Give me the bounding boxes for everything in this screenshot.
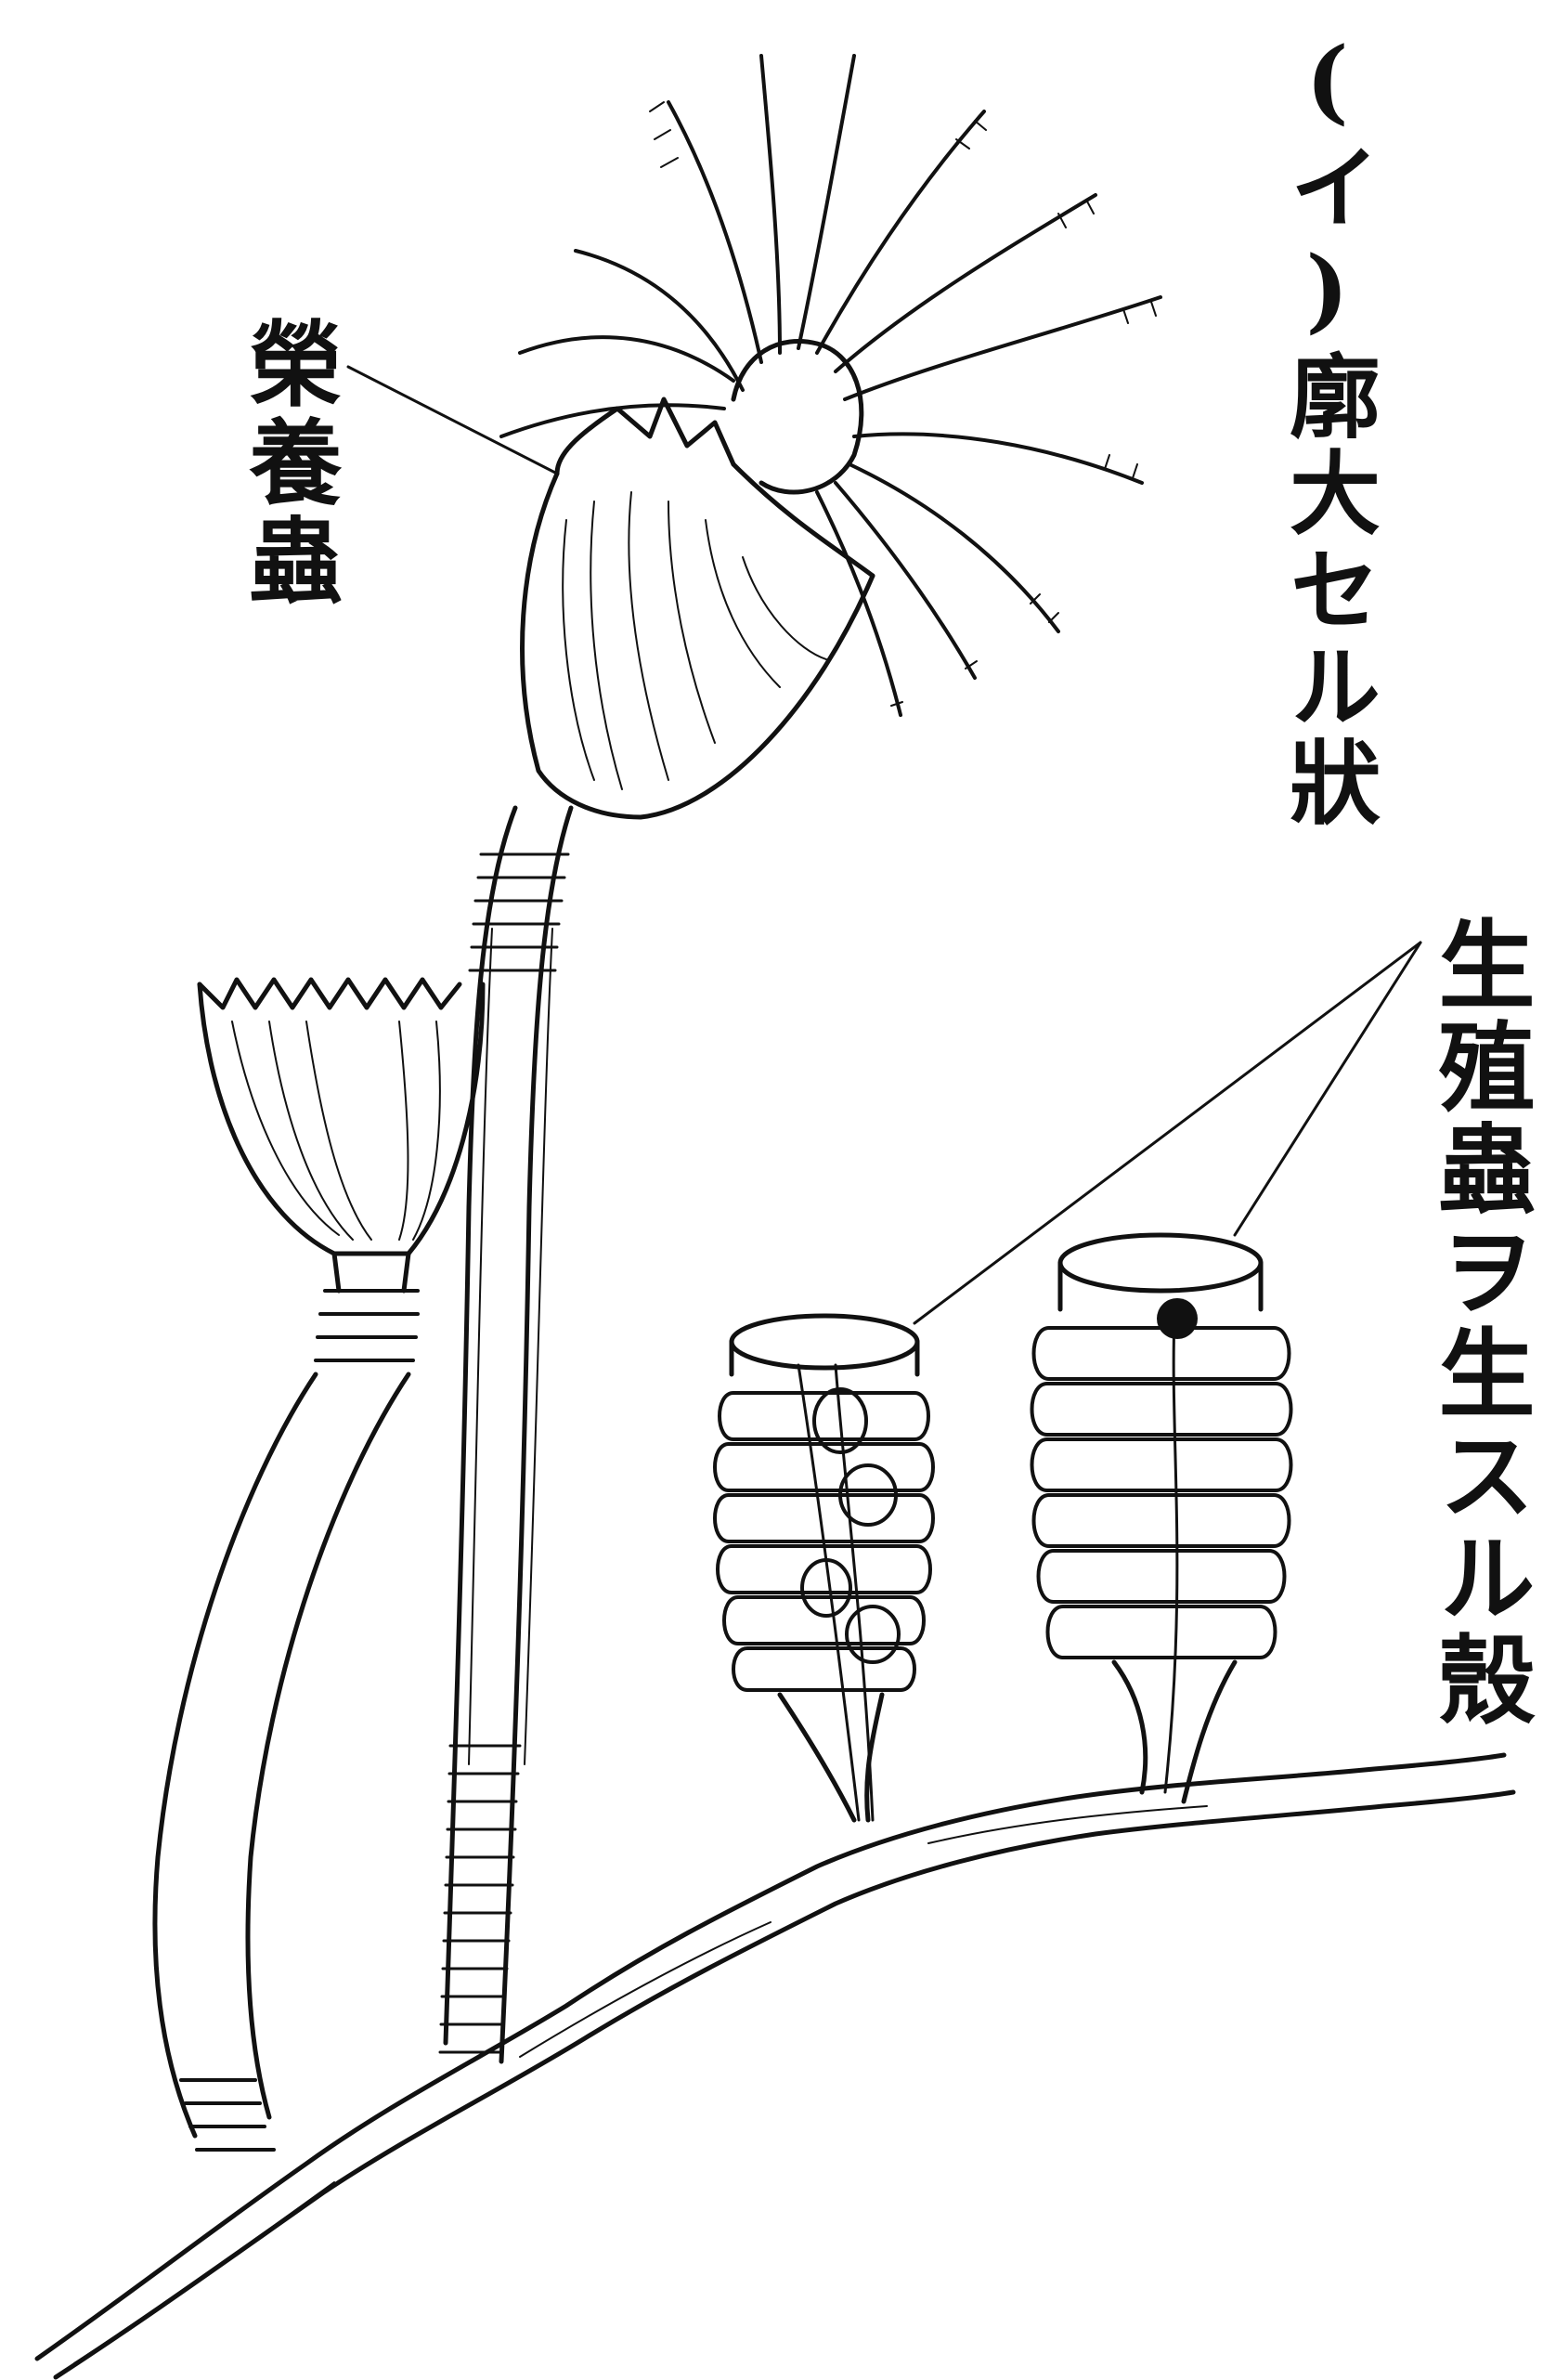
reproductive-zooid-label: 生殖蟲ヲ生スル殼 (1430, 915, 1526, 1732)
empty-hydrotheca (155, 980, 483, 2150)
leader-lines (348, 367, 1420, 1323)
feeding-zooid-label: 榮養蟲 (241, 316, 334, 611)
feeding-zooid (440, 56, 1160, 2061)
figure-title: (イ)廓大セル狀 (1281, 28, 1372, 832)
gonotheca-left (715, 1316, 933, 1820)
gonotheca-right (1032, 1235, 1291, 1801)
